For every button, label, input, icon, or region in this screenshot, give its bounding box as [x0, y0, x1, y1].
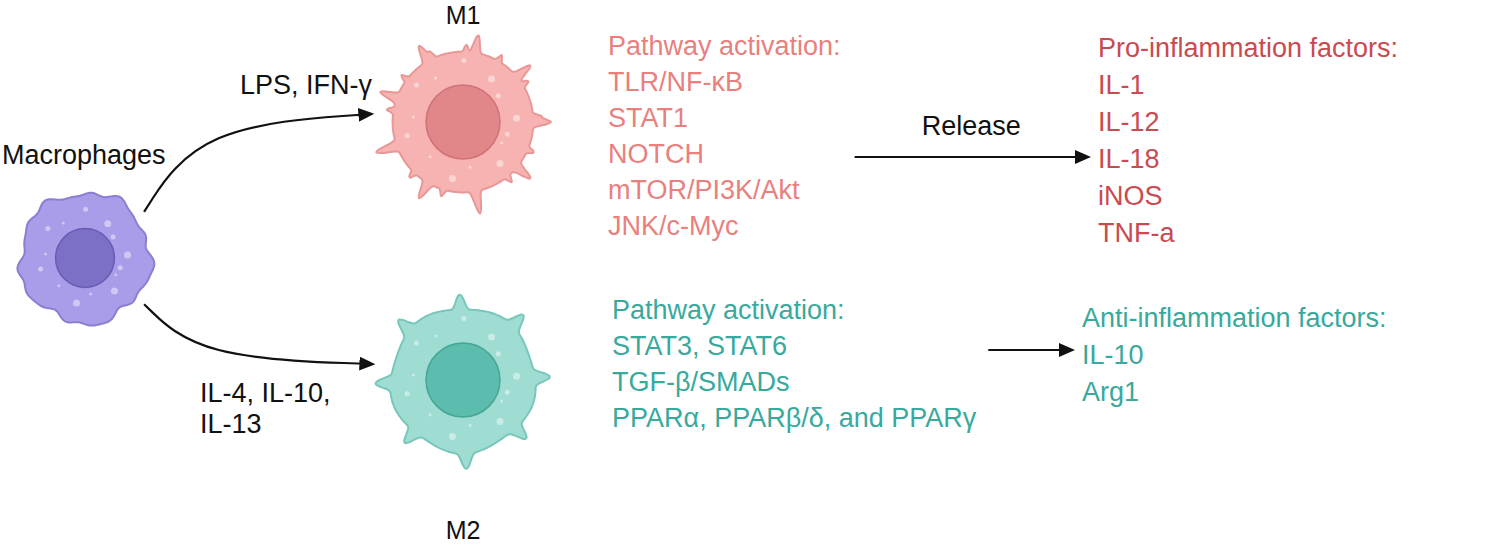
cell-label: M1 — [446, 1, 481, 30]
cell-membrane — [376, 295, 550, 469]
arrow-connector — [988, 349, 1072, 351]
vesicle — [500, 400, 503, 403]
vesicle — [124, 251, 131, 258]
vesicle — [513, 115, 520, 122]
vesicle — [414, 341, 419, 346]
vesicle — [405, 391, 410, 396]
vesicle — [497, 418, 504, 425]
cell-membrane — [376, 36, 551, 214]
cell-shape — [375, 34, 551, 210]
nucleus — [426, 343, 500, 417]
list-item: IL-12 — [1098, 104, 1398, 141]
cell-shape — [375, 292, 551, 468]
arrow-connector — [144, 304, 372, 364]
vesicle — [461, 316, 466, 321]
vesicle — [469, 166, 472, 169]
cell-membrane — [17, 193, 154, 326]
vesicle — [488, 75, 495, 82]
edge-label: LPS, IFN-γ — [238, 70, 374, 101]
vesicle — [73, 299, 80, 306]
vesicle — [505, 390, 510, 395]
factor-list: Anti-inflammation factors:IL-10Arg1 — [1082, 300, 1387, 411]
vesicle — [434, 335, 437, 338]
pathway-list: Pathway activation:TLR/NF-κBSTAT1NOTCHmT… — [608, 28, 841, 244]
nucleus — [56, 229, 115, 288]
list-heading: Pro-inflammation factors: — [1098, 30, 1398, 67]
list-heading: Pathway activation: — [612, 292, 976, 328]
vesicle — [114, 273, 117, 276]
factor-list: Pro-inflammation factors:IL-1IL-12IL-18i… — [1098, 30, 1398, 252]
list-item: NOTCH — [608, 136, 841, 172]
vesicle — [412, 374, 415, 377]
list-item: IL-18 — [1098, 141, 1398, 178]
vesicle — [461, 58, 466, 63]
cell-label: M2 — [446, 516, 481, 545]
macrophage-cell: Macrophages — [13, 186, 157, 330]
list-item: IL-10 — [1082, 337, 1387, 374]
list-heading: Pathway activation: — [608, 28, 841, 64]
edge-label: Release — [920, 111, 1023, 142]
vesicle — [118, 265, 123, 270]
cell-label: Macrophages — [2, 140, 166, 171]
vesicle — [500, 142, 503, 145]
vesicle — [83, 207, 88, 212]
list-item: IL-1 — [1098, 67, 1398, 104]
vesicle — [412, 116, 415, 119]
vesicle — [429, 155, 432, 158]
vesicle — [505, 132, 510, 137]
cell-shape — [13, 186, 157, 330]
vesicle — [469, 424, 472, 427]
list-item: PPARα, PPARβ/δ, and PPARγ — [612, 400, 976, 436]
vesicle — [405, 133, 410, 138]
vesicle — [449, 175, 456, 182]
pathway-list: Pathway activation:STAT3, STAT6TGF-β/SMA… — [612, 292, 976, 436]
edge-label: IL-4, IL-10, IL-13 — [198, 378, 352, 440]
list-item: iNOS — [1098, 178, 1398, 215]
list-item: Arg1 — [1082, 374, 1387, 411]
vesicle — [496, 351, 501, 356]
vesicle — [89, 293, 92, 296]
list-item: JNK/c-Myc — [608, 208, 841, 244]
m1-cell: M1 — [375, 34, 551, 210]
vesicle — [111, 235, 116, 240]
vesicle — [429, 413, 432, 416]
vesicle — [513, 373, 520, 380]
list-item: TLR/NF-κB — [608, 64, 841, 100]
vesicle — [111, 288, 118, 295]
vesicle — [104, 220, 111, 227]
vesicle — [434, 77, 437, 80]
list-item: TNF-a — [1098, 215, 1398, 252]
list-item: STAT3, STAT6 — [612, 328, 976, 364]
nucleus — [426, 85, 500, 159]
vesicle — [449, 433, 456, 440]
list-item: TGF-β/SMADs — [612, 364, 976, 400]
vesicle — [414, 83, 419, 88]
vesicle — [62, 222, 65, 225]
vesicle — [44, 253, 47, 256]
vesicle — [38, 266, 43, 271]
arrow-connector — [144, 114, 371, 212]
list-item: mTOR/PI3K/Akt — [608, 172, 841, 208]
vesicle — [496, 93, 501, 98]
list-item: STAT1 — [608, 100, 841, 136]
vesicle — [57, 284, 60, 287]
list-heading: Anti-inflammation factors: — [1082, 300, 1387, 337]
vesicle — [45, 226, 50, 231]
arrow-connector — [855, 156, 1088, 158]
vesicle — [497, 160, 504, 167]
m2-cell: M2 — [375, 292, 551, 468]
vesicle — [488, 333, 495, 340]
